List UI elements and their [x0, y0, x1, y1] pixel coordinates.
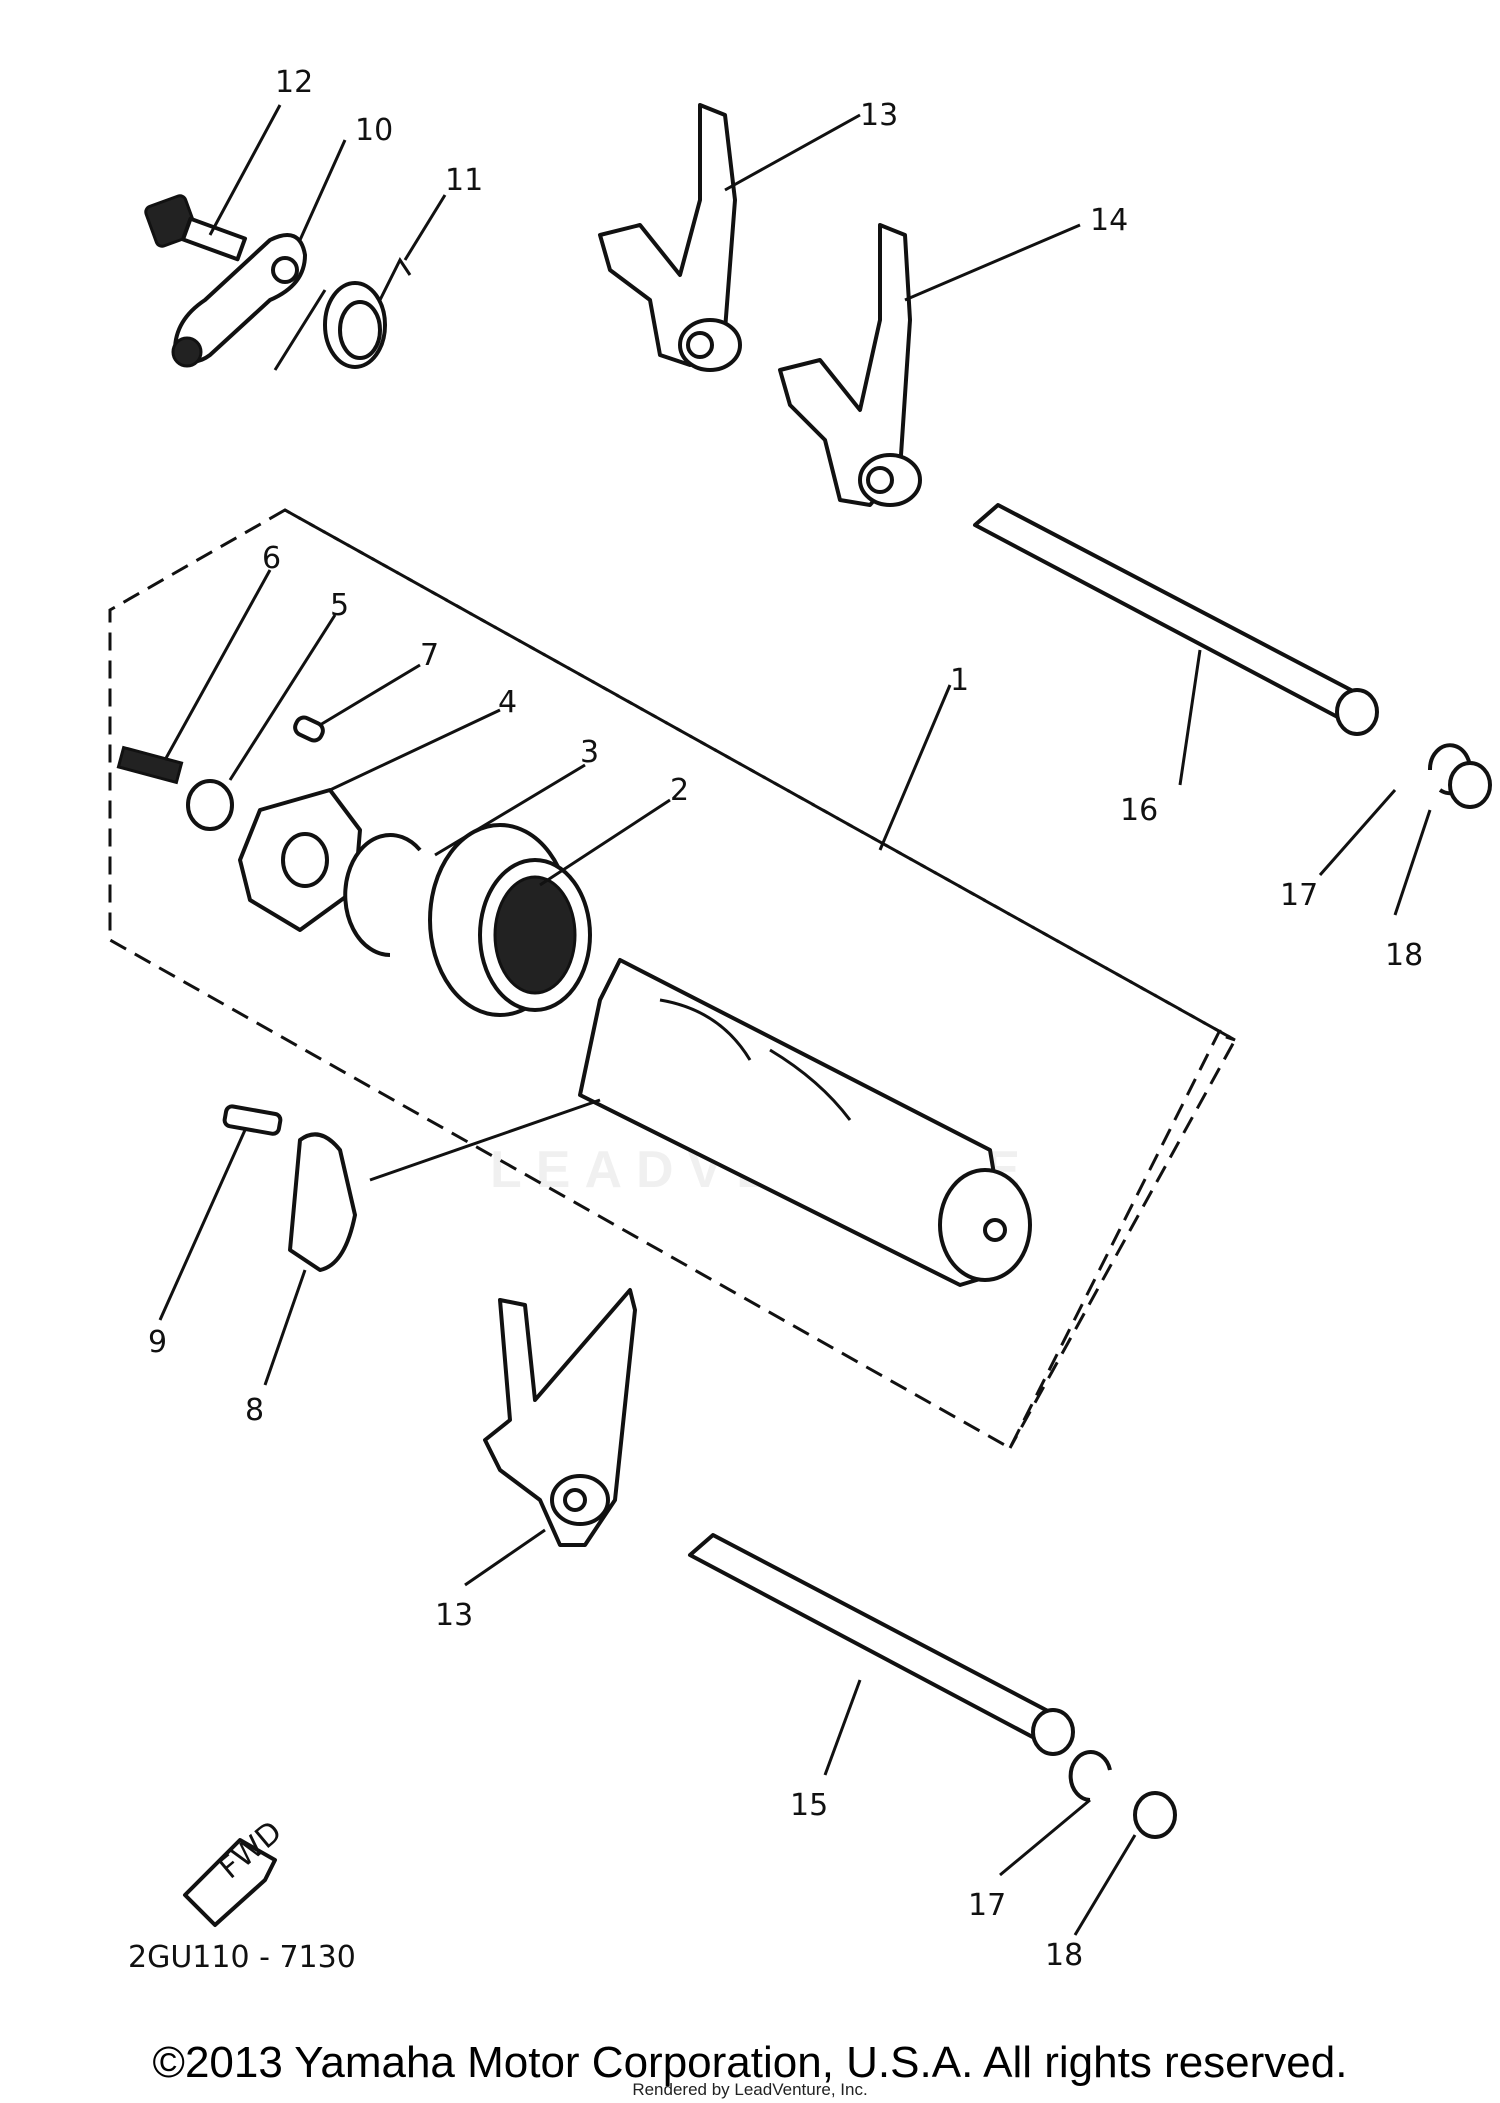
rendered-by-notice: Rendered by LeadVenture, Inc. — [632, 2080, 868, 2099]
callout-13b: 13 — [435, 1598, 473, 1633]
callout-10: 10 — [355, 113, 393, 148]
callout-4: 4 — [498, 685, 517, 720]
callout-1: 1 — [950, 663, 969, 698]
part-12-bolt[interactable] — [144, 194, 248, 262]
callout-8: 8 — [245, 1393, 264, 1428]
part-3-circlip[interactable] — [343, 833, 422, 957]
callout-11: 11 — [445, 163, 483, 198]
part-18-cap-lower[interactable] — [1133, 1791, 1177, 1839]
callout-16: 16 — [1120, 793, 1158, 828]
callout-17b: 17 — [968, 1888, 1006, 1923]
part-2-bearing[interactable] — [428, 823, 592, 1017]
callout-5: 5 — [330, 588, 349, 623]
assembly-outline — [108, 508, 1236, 1451]
part-13-shift-fork-lower[interactable] — [483, 1288, 637, 1547]
copyright-notice: ©2013 Yamaha Motor Corporation, U.S.A. A… — [152, 2038, 1348, 2087]
part-15-guide-bar[interactable] — [688, 1533, 1075, 1756]
part-7-pin[interactable] — [293, 715, 326, 743]
callout-7: 7 — [420, 638, 439, 673]
callout-2: 2 — [670, 773, 689, 808]
callout-18a: 18 — [1385, 938, 1423, 973]
part-10-lever[interactable] — [171, 233, 307, 368]
part-14-shift-fork[interactable] — [778, 223, 922, 507]
fwd-arrow-icon: FWD — [183, 1814, 289, 1927]
callout-17a: 17 — [1280, 878, 1318, 913]
part-9-screw[interactable] — [222, 1104, 283, 1136]
callout-15: 15 — [790, 1788, 828, 1823]
part-8-plate[interactable] — [288, 1132, 357, 1272]
part-16-guide-bar[interactable] — [973, 503, 1379, 736]
callout-13a: 13 — [860, 98, 898, 133]
callout-3: 3 — [580, 735, 599, 770]
part-11-spring[interactable] — [273, 257, 412, 371]
part-1-shift-cam[interactable] — [578, 958, 1032, 1287]
diagram-code: 2GU110 - 7130 — [128, 1940, 356, 1975]
callout-9: 9 — [148, 1325, 167, 1360]
part-5-washer[interactable] — [186, 779, 234, 831]
leader-lines — [158, 104, 1432, 1936]
callout-12: 12 — [275, 65, 313, 100]
callout-6: 6 — [262, 541, 281, 576]
part-6-screw[interactable] — [116, 745, 184, 785]
part-4-segment[interactable] — [238, 788, 362, 932]
part-17-circlip-lower[interactable] — [1068, 1750, 1112, 1802]
part-18-cap-upper[interactable] — [1448, 761, 1492, 809]
callout-18b: 18 — [1045, 1938, 1083, 1973]
part-13-shift-fork-upper[interactable] — [598, 103, 742, 372]
callout-14: 14 — [1090, 203, 1128, 238]
